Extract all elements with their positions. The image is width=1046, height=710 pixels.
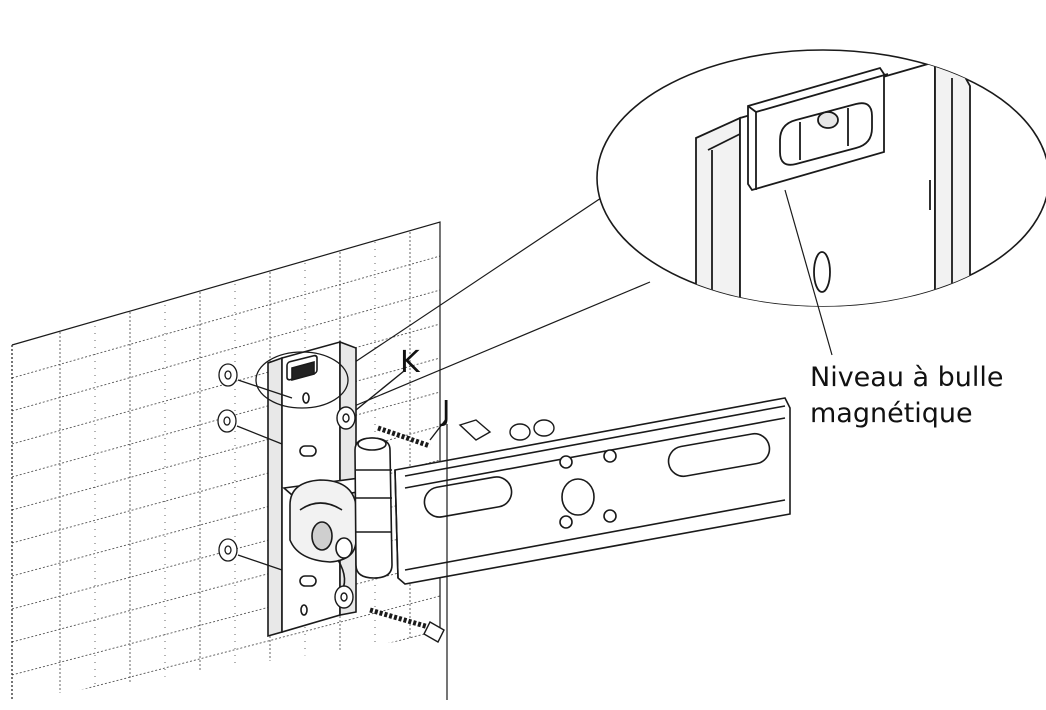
label-magnetic-level: Niveau à bulle magnétique — [810, 360, 1004, 432]
wall-holes — [217, 363, 293, 571]
tv-arm — [394, 397, 791, 700]
label-level-line2: magnétique — [810, 398, 973, 429]
label-level-line1: Niveau à bulle — [810, 362, 1004, 393]
fasteners — [334, 370, 555, 643]
label-part-j: J — [442, 394, 451, 427]
label-part-k: K — [400, 345, 420, 380]
swivel-hinge — [282, 437, 393, 595]
level-zoom-callout — [339, 49, 1046, 413]
